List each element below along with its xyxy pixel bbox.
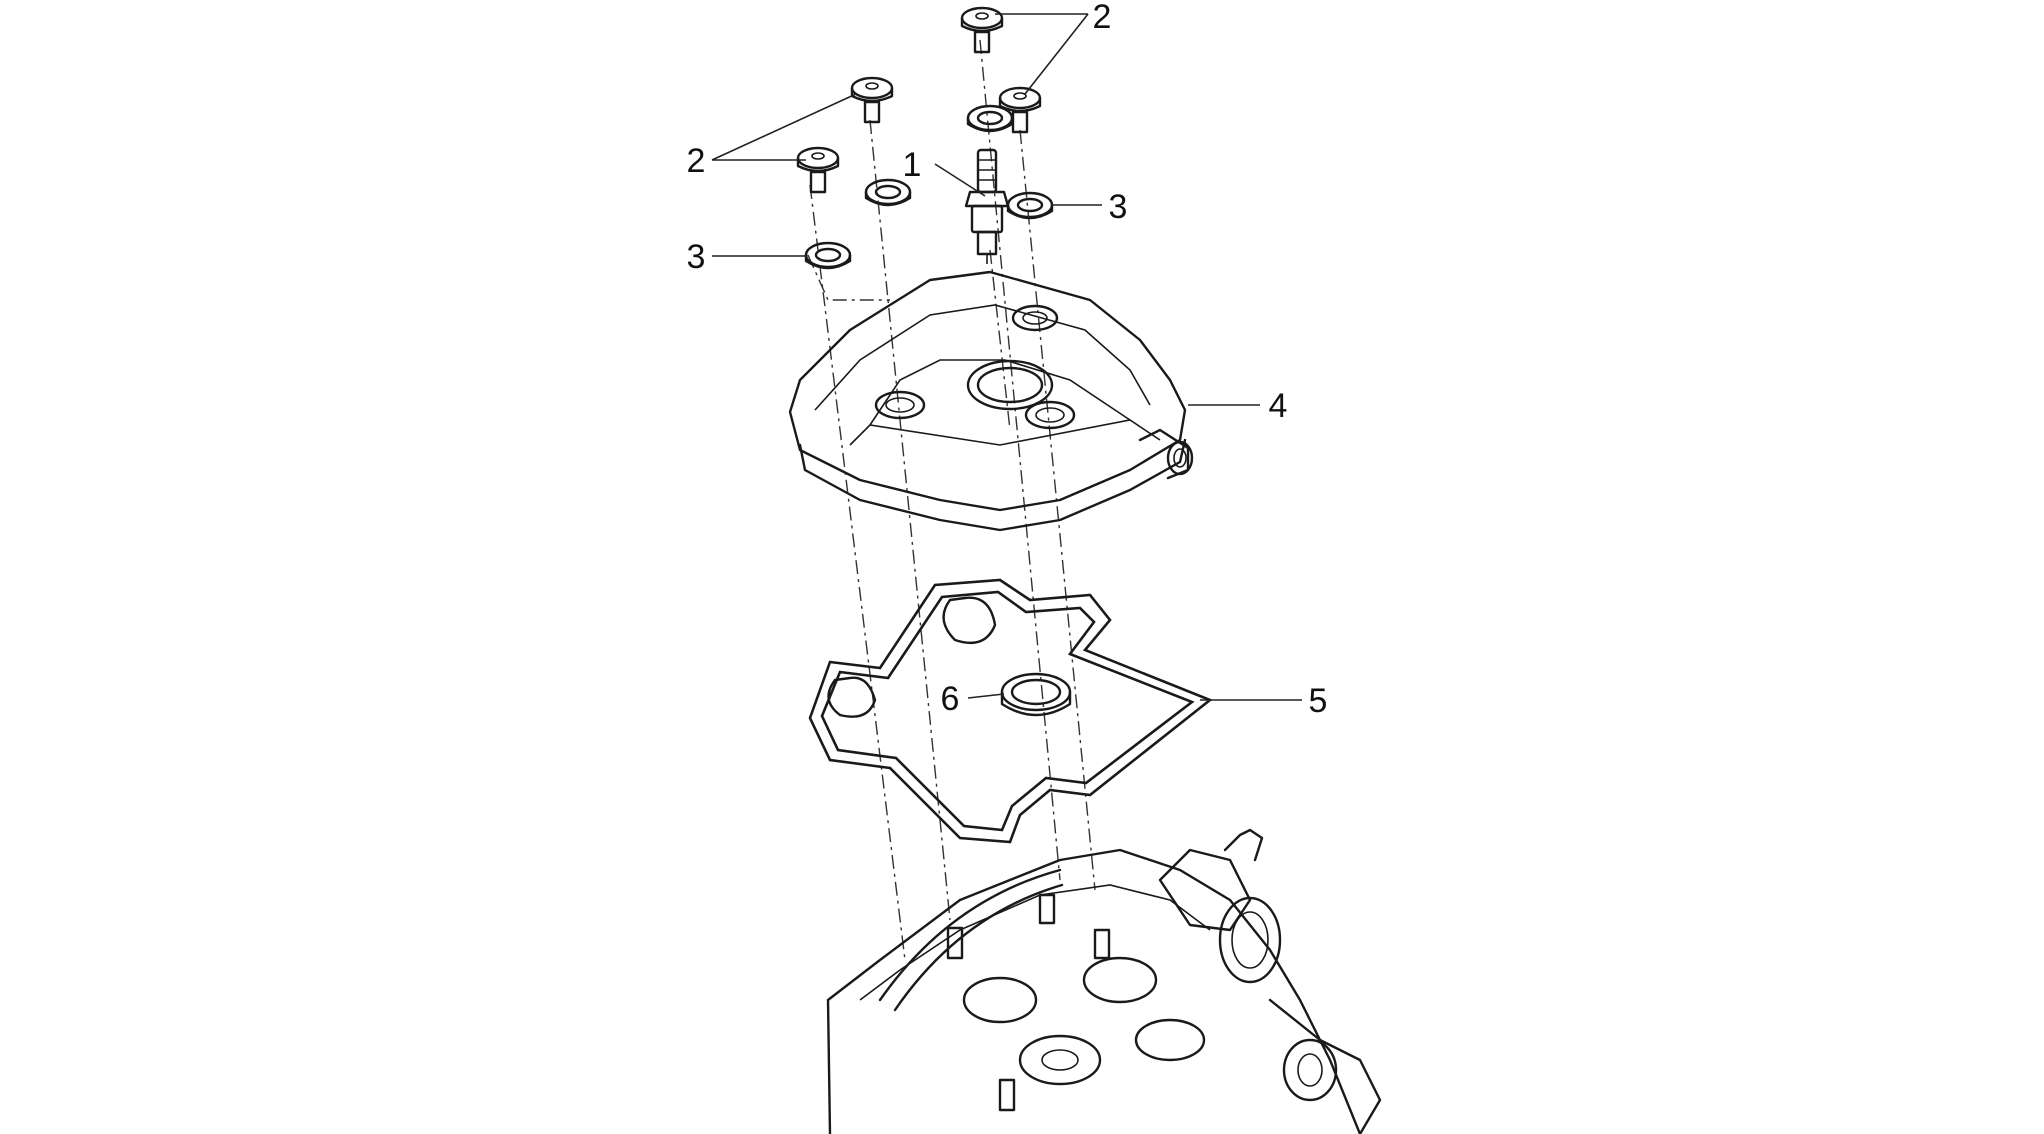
callout-3-right: 3: [1109, 188, 1128, 226]
callout-5: 5: [1309, 682, 1328, 720]
spark-plug: [964, 148, 1010, 264]
callout-4: 4: [1269, 387, 1288, 425]
screw-top-center: [960, 6, 1004, 54]
callout-2-left: 2: [687, 142, 706, 180]
cover-gasket: [808, 578, 1213, 844]
callout-labels: 1 2 2 3 3 4 5 6: [687, 0, 1328, 720]
callout-1: 1: [903, 146, 922, 184]
washer-upper-center: [966, 104, 1014, 133]
leader-lines: [711, 13, 1302, 701]
washer-left-lower: [804, 241, 852, 270]
spark-plug-seal: [1000, 672, 1072, 717]
washer-left-upper: [864, 178, 912, 207]
screw-left: [796, 146, 840, 194]
screw-right: [998, 86, 1042, 134]
alignment-lines: [807, 39, 1096, 961]
callout-6: 6: [941, 680, 960, 718]
valve-cover: [788, 270, 1194, 532]
cylinder-head: [826, 828, 1382, 1134]
callout-3-left: 3: [687, 238, 706, 276]
screw-upper-left: [850, 76, 894, 124]
callout-2-top-right: 2: [1093, 0, 1112, 36]
washer-right: [1006, 191, 1054, 220]
